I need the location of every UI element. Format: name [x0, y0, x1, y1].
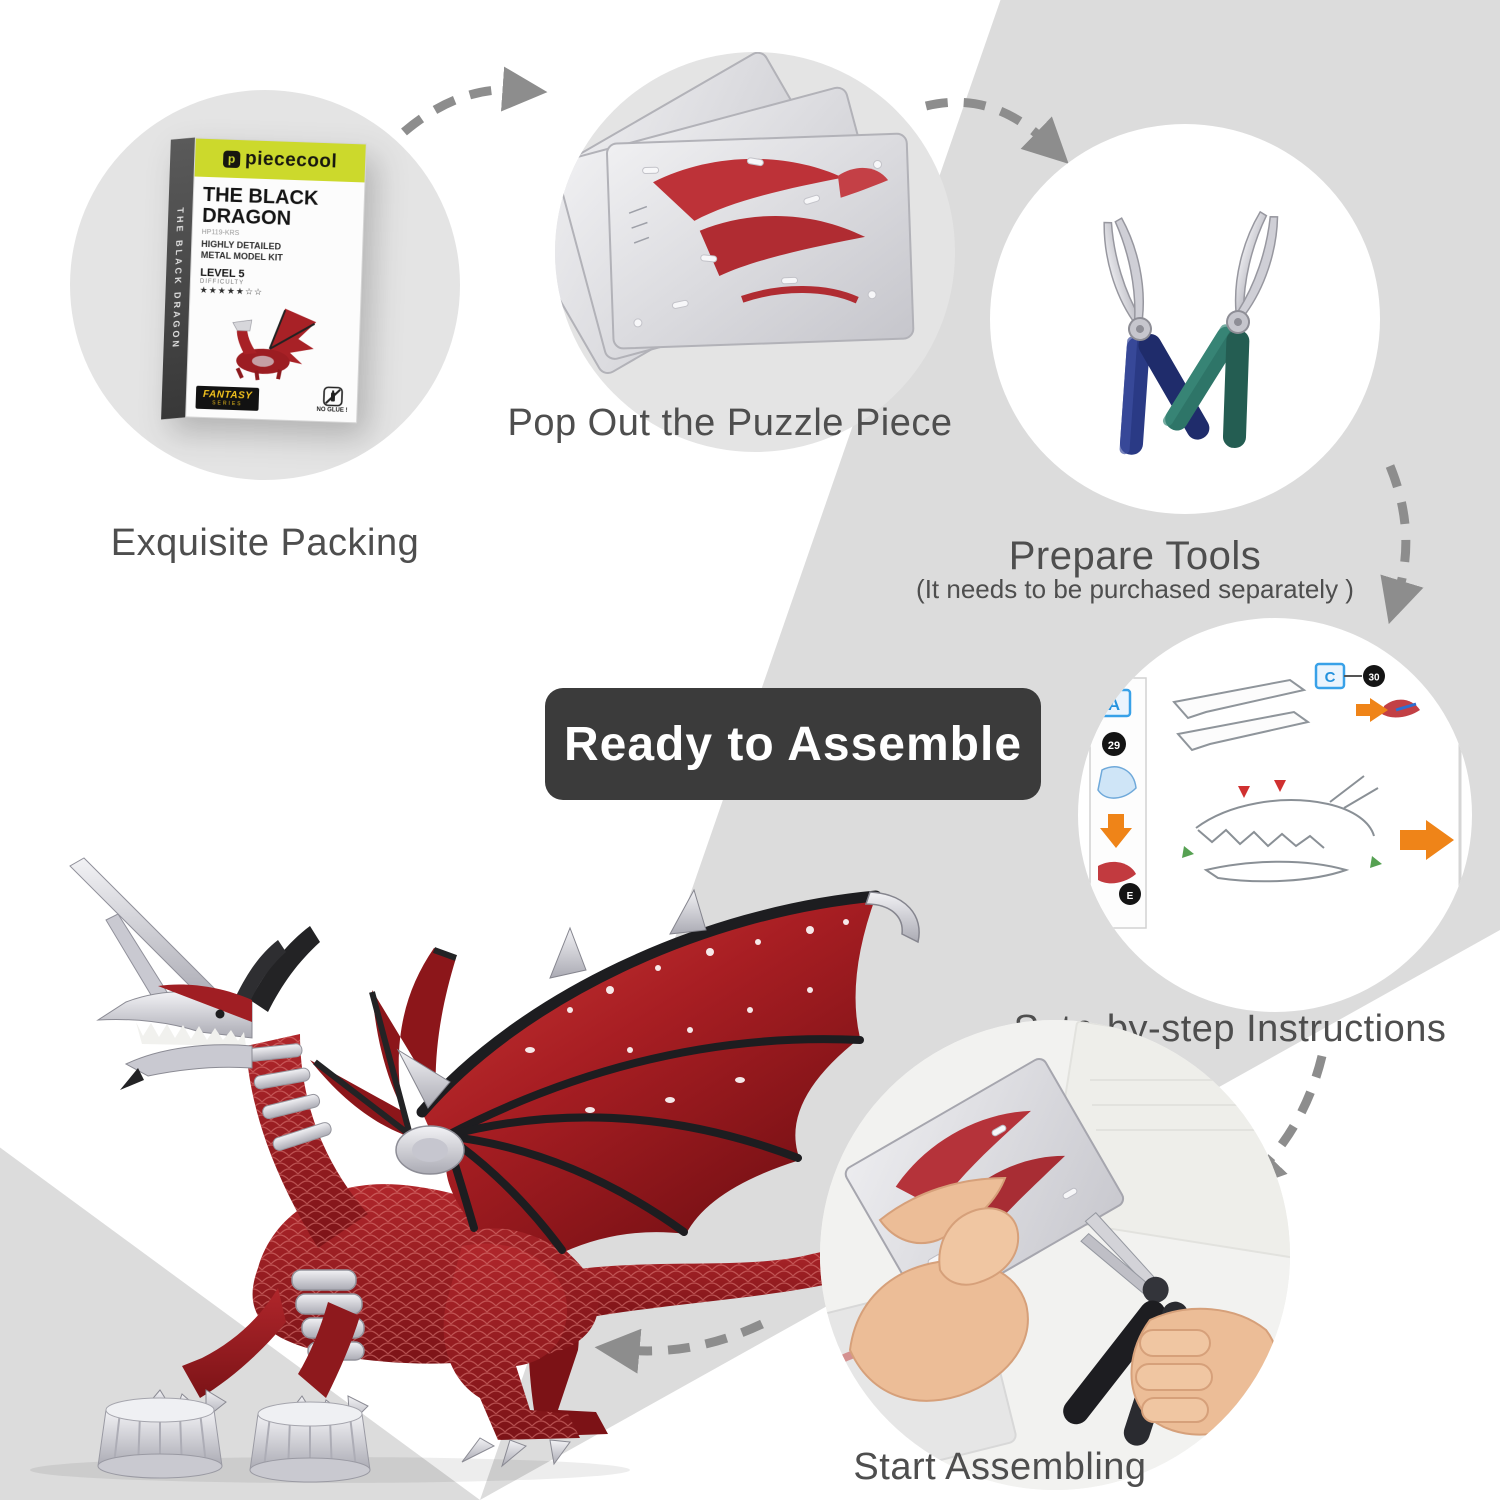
box-bottom-row: FANTASY SERIES NO GLUE !: [195, 382, 348, 414]
series-name: FANTASY: [202, 388, 253, 402]
no-glue-badge: NO GLUE !: [316, 386, 348, 414]
manual-label-e2: E: [1127, 891, 1134, 902]
manual-illustration: A 29 E C 30 E: [1089, 642, 1462, 929]
left-hand: [848, 1176, 1029, 1402]
brand-name: piececool: [244, 148, 338, 173]
brand-logo-icon: p: [222, 150, 241, 168]
box-detail: HIGHLY DETAILED METAL MODEL KIT: [201, 239, 354, 267]
spine-text: THE BLACK DRAGON: [170, 206, 186, 351]
brand-band: p piececool: [194, 138, 366, 183]
step-note-tools: (It needs to be purchased separately ): [916, 574, 1354, 604]
arrow-assembling-to-model: [594, 1319, 764, 1374]
manual-small-arrow: [1356, 698, 1388, 722]
arrow-tools-to-instructions: [1380, 464, 1424, 625]
series-chip: FANTASY SERIES: [195, 385, 260, 411]
box-title: THE BLACK DRAGON: [201, 184, 355, 232]
hands-assembling-illustration: [820, 1020, 1290, 1490]
plier-teal: [1162, 210, 1279, 448]
step-label-assembling: Start Assembling: [853, 1446, 1147, 1488]
step-circle-packing: THE BLACK DRAGON p piececool THE BLACK D…: [70, 90, 460, 480]
dragon-head: [96, 926, 320, 1090]
dragon-main-wing: [395, 888, 920, 1254]
arrow-popout-to-tools: [924, 97, 1069, 164]
step-circle-instructions: A 29 E C 30 E: [1078, 618, 1472, 1012]
step-circle-pop-out: [555, 52, 955, 452]
manual-step-29: 29: [1108, 740, 1120, 752]
step-circle-assembling: [820, 1020, 1290, 1490]
product-box: THE BLACK DRAGON p piececool THE BLACK D…: [161, 137, 367, 424]
arrow-packing-to-popout: [401, 66, 548, 136]
ready-to-assemble-text: Ready to Assemble: [563, 717, 1023, 771]
manual-label-c: C: [1325, 669, 1336, 686]
display-stand-right: [249, 1401, 371, 1483]
product-box-face: p piececool THE BLACK DRAGON HP119-KRS H…: [185, 137, 367, 424]
manual-down-arrow: [1100, 814, 1132, 848]
step-label-tools: Prepare Tools: [1008, 534, 1262, 578]
manual-step-30: 30: [1368, 673, 1380, 684]
step-circle-tools: [990, 124, 1380, 514]
box-title-line2: DRAGON: [201, 204, 292, 230]
pliers-illustration: [1103, 210, 1279, 455]
manual-next-arrow: [1400, 820, 1454, 860]
no-glue-text: NO GLUE !: [316, 406, 348, 414]
no-glue-icon: [322, 386, 343, 407]
step-label-packing: Exquisite Packing: [110, 522, 420, 564]
dragon-neck: [246, 1034, 368, 1248]
dragon-model-image: [30, 857, 986, 1483]
box-dragon-art: [232, 308, 317, 380]
dragon-back-leg: [443, 1243, 580, 1468]
arrow-instructions-to-assembling: [1240, 1054, 1327, 1191]
dragon-far-wing: [310, 947, 458, 1138]
ready-to-assemble-badge: Ready to Assemble: [545, 688, 1041, 800]
step-label-pop-out: Pop Out the Puzzle Piece: [507, 402, 953, 444]
plier-blue: [1103, 217, 1210, 455]
display-stand-left: [97, 1397, 223, 1479]
metal-sheets-illustration: [555, 52, 915, 375]
manual-dragon-head-sketch: [1195, 775, 1379, 883]
